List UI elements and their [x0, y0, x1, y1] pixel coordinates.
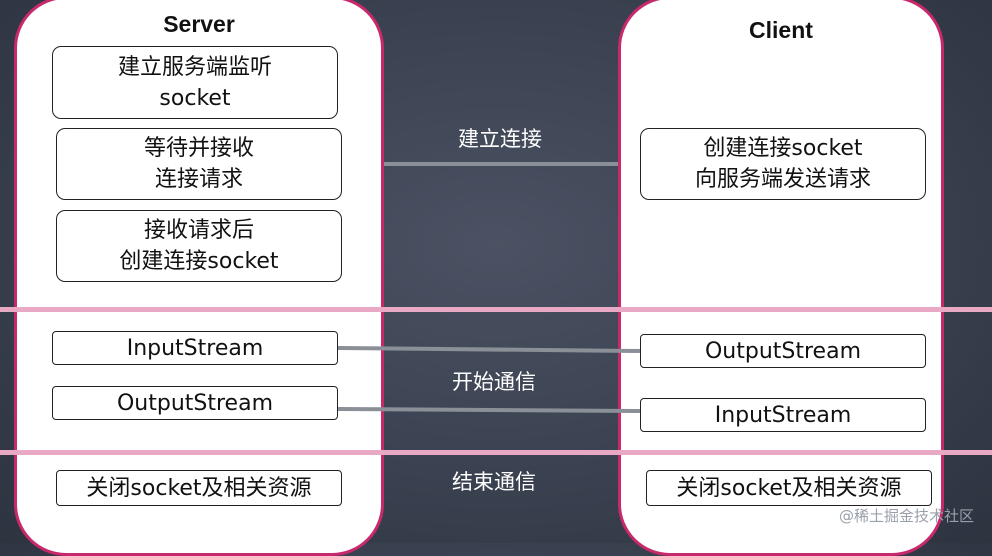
watermark: @稀土掘金技术社区: [838, 507, 974, 525]
connector-lines: [380, 162, 622, 166]
stream-connector-lines: [337, 346, 643, 413]
server-create-line2: 创建连接socket: [119, 249, 279, 274]
client-outputstream-box: OutputStream: [640, 334, 926, 368]
client-title: Client: [749, 17, 813, 43]
server-accept-line1: 等待并接收: [143, 136, 254, 161]
client-close-box: 关闭socket及相关资源: [646, 470, 932, 506]
server-outputstream-label: OutputStream: [116, 390, 274, 416]
phase-divider-top: [0, 307, 992, 312]
phase-label-connect: 建立连接: [458, 127, 542, 151]
client-close-label: 关闭socket及相关资源: [676, 475, 902, 501]
phase-label-end: 结束通信: [452, 470, 536, 494]
server-output-to-client-input-line: [337, 407, 643, 413]
server-input-to-client-output-line: [337, 346, 643, 353]
server-accept-request-box: 等待并接收 连接请求: [56, 128, 342, 200]
server-accept-line2: 连接请求: [154, 167, 243, 192]
server-listen-socket-box: 建立服务端监听 socket: [52, 46, 338, 119]
server-inputstream-box: InputStream: [52, 331, 338, 365]
phase-divider-bottom: [0, 450, 992, 455]
server-listen-line2: socket: [159, 85, 231, 111]
client-create-line2: 向服务端发送请求: [694, 167, 871, 192]
server-close-label: 关闭socket及相关资源: [86, 475, 312, 501]
client-inputstream-box: InputStream: [640, 398, 926, 432]
server-close-box: 关闭socket及相关资源: [56, 470, 342, 506]
server-listen-line1: 建立服务端监听: [117, 54, 272, 80]
server-title: Server: [163, 11, 235, 37]
server-inputstream-label: InputStream: [126, 335, 264, 361]
phase-label-communicate: 开始通信: [452, 370, 536, 394]
client-inputstream-label: InputStream: [714, 402, 852, 428]
server-outputstream-box: OutputStream: [52, 386, 338, 420]
server-create-line1: 接收请求后: [143, 218, 254, 243]
client-create-socket-box: 创建连接socket 向服务端发送请求: [640, 128, 926, 200]
server-create-socket-box: 接收请求后 创建连接socket: [56, 210, 342, 282]
client-panel: Client: [618, 0, 944, 556]
client-create-line1: 创建连接socket: [703, 136, 863, 161]
client-outputstream-label: OutputStream: [704, 338, 862, 364]
